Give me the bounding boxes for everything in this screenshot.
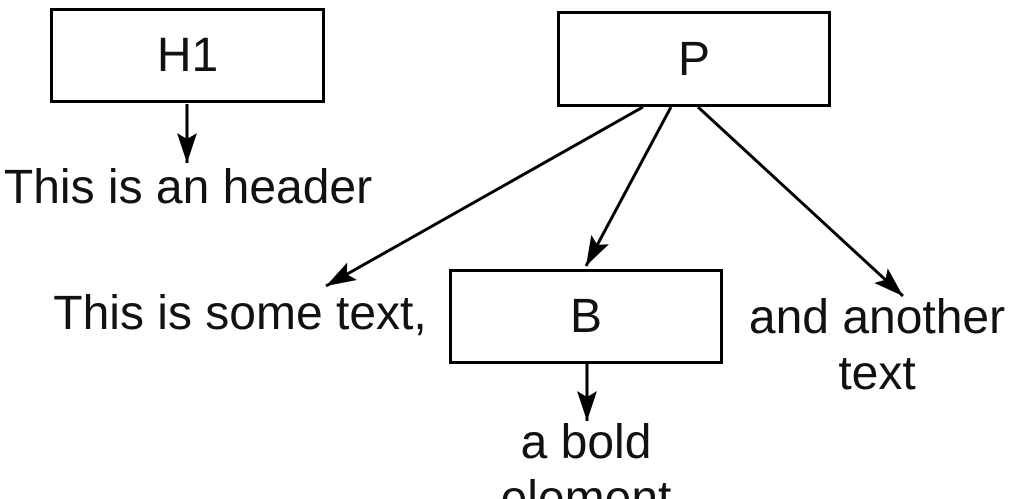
text-leaf-bold-element: a bold element [500,416,672,499]
text-leaf-some-text: This is some text, [53,287,427,340]
node-box-b: B [449,269,723,364]
node-box-h1: H1 [50,8,325,103]
node-box-p: P [557,11,831,107]
arrow-p-to-b [584,106,673,267]
node-label-p: P [677,32,710,86]
node-label-h1: H1 [156,29,219,82]
arrow-p-to-another-text [696,105,905,298]
text-leaf-another-text: and another text [748,291,1006,400]
text-leaf-header: This is an header [3,161,373,214]
node-label-b: B [569,290,602,343]
